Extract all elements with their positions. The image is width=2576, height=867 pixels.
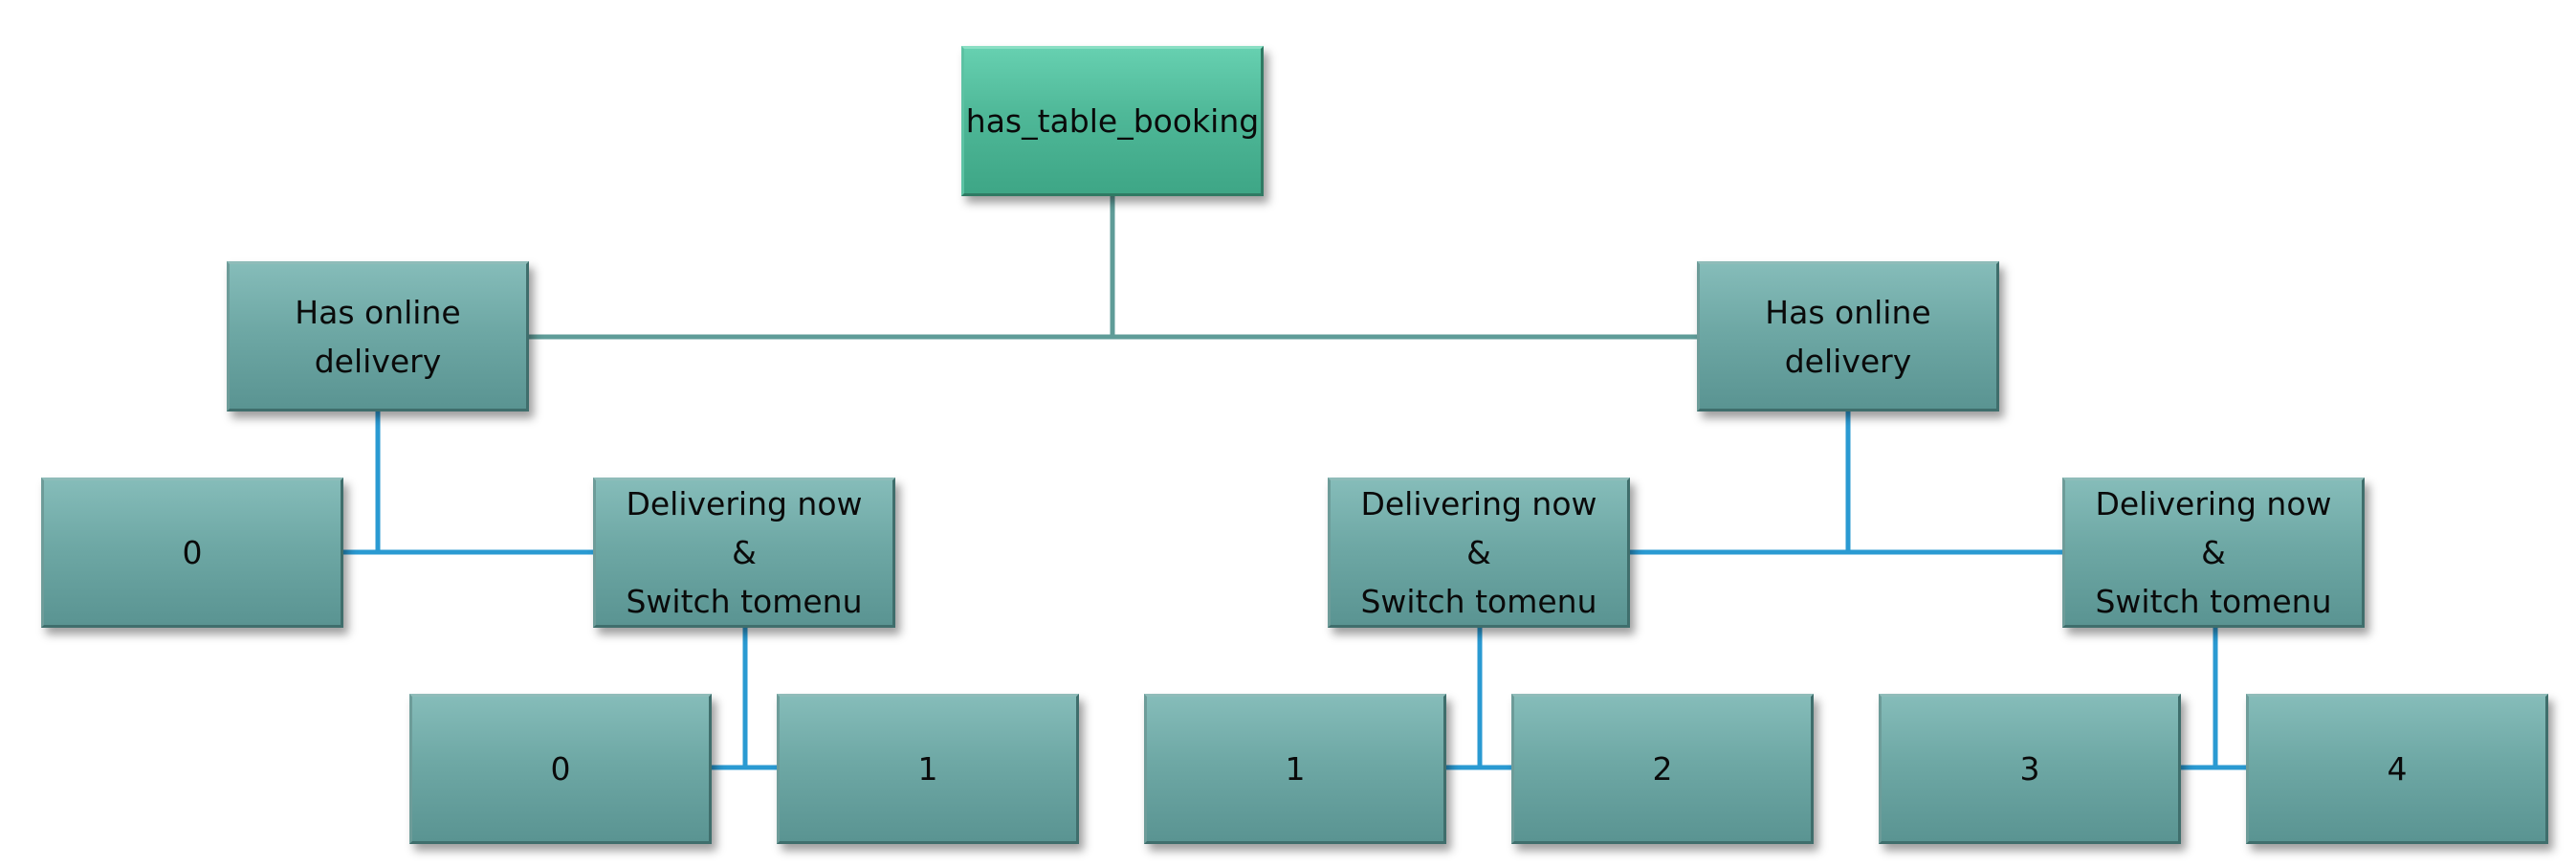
node-delivering-now-2: Delivering now & Switch tomenu bbox=[1328, 478, 1630, 628]
node-leaf: 4 bbox=[2246, 694, 2548, 844]
node-label: Has online delivery bbox=[295, 293, 461, 380]
node-leaf: 1 bbox=[1144, 694, 1446, 844]
node-label: 1 bbox=[1285, 750, 1306, 788]
node-label: 0 bbox=[182, 534, 203, 571]
node-label: 4 bbox=[2387, 750, 2408, 788]
node-label: 3 bbox=[2019, 750, 2040, 788]
node-line-2: & bbox=[1466, 534, 1491, 571]
node-line-3: Switch tomenu bbox=[2095, 583, 2332, 620]
node-root-label: has_table_booking bbox=[965, 102, 1260, 140]
node-leaf-0-upper: 0 bbox=[41, 478, 343, 628]
node-leaf: 2 bbox=[1511, 694, 1814, 844]
node-line-1: Delivering now bbox=[626, 485, 863, 522]
node-label: 0 bbox=[550, 750, 571, 788]
node-line-1: Delivering now bbox=[2095, 485, 2332, 522]
node-line-3: Switch tomenu bbox=[626, 583, 863, 620]
node-delivering-now-1: Delivering now & Switch tomenu bbox=[593, 478, 895, 628]
node-has-online-delivery-left: Has online delivery bbox=[227, 261, 529, 411]
node-line-1: Delivering now bbox=[1360, 485, 1597, 522]
node-leaf: 3 bbox=[1879, 694, 2181, 844]
node-label: Has online delivery bbox=[1765, 293, 1931, 380]
node-label: 1 bbox=[917, 750, 938, 788]
node-line-2: & bbox=[732, 534, 757, 571]
node-has-online-delivery-right: Has online delivery bbox=[1697, 261, 1999, 411]
node-root: has_table_booking bbox=[961, 46, 1264, 196]
node-line-3: Switch tomenu bbox=[1360, 583, 1597, 620]
node-label: 2 bbox=[1652, 750, 1673, 788]
node-leaf: 0 bbox=[409, 694, 712, 844]
node-line-2: & bbox=[2201, 534, 2226, 571]
node-delivering-now-3: Delivering now & Switch tomenu bbox=[2062, 478, 2365, 628]
node-leaf: 1 bbox=[777, 694, 1079, 844]
